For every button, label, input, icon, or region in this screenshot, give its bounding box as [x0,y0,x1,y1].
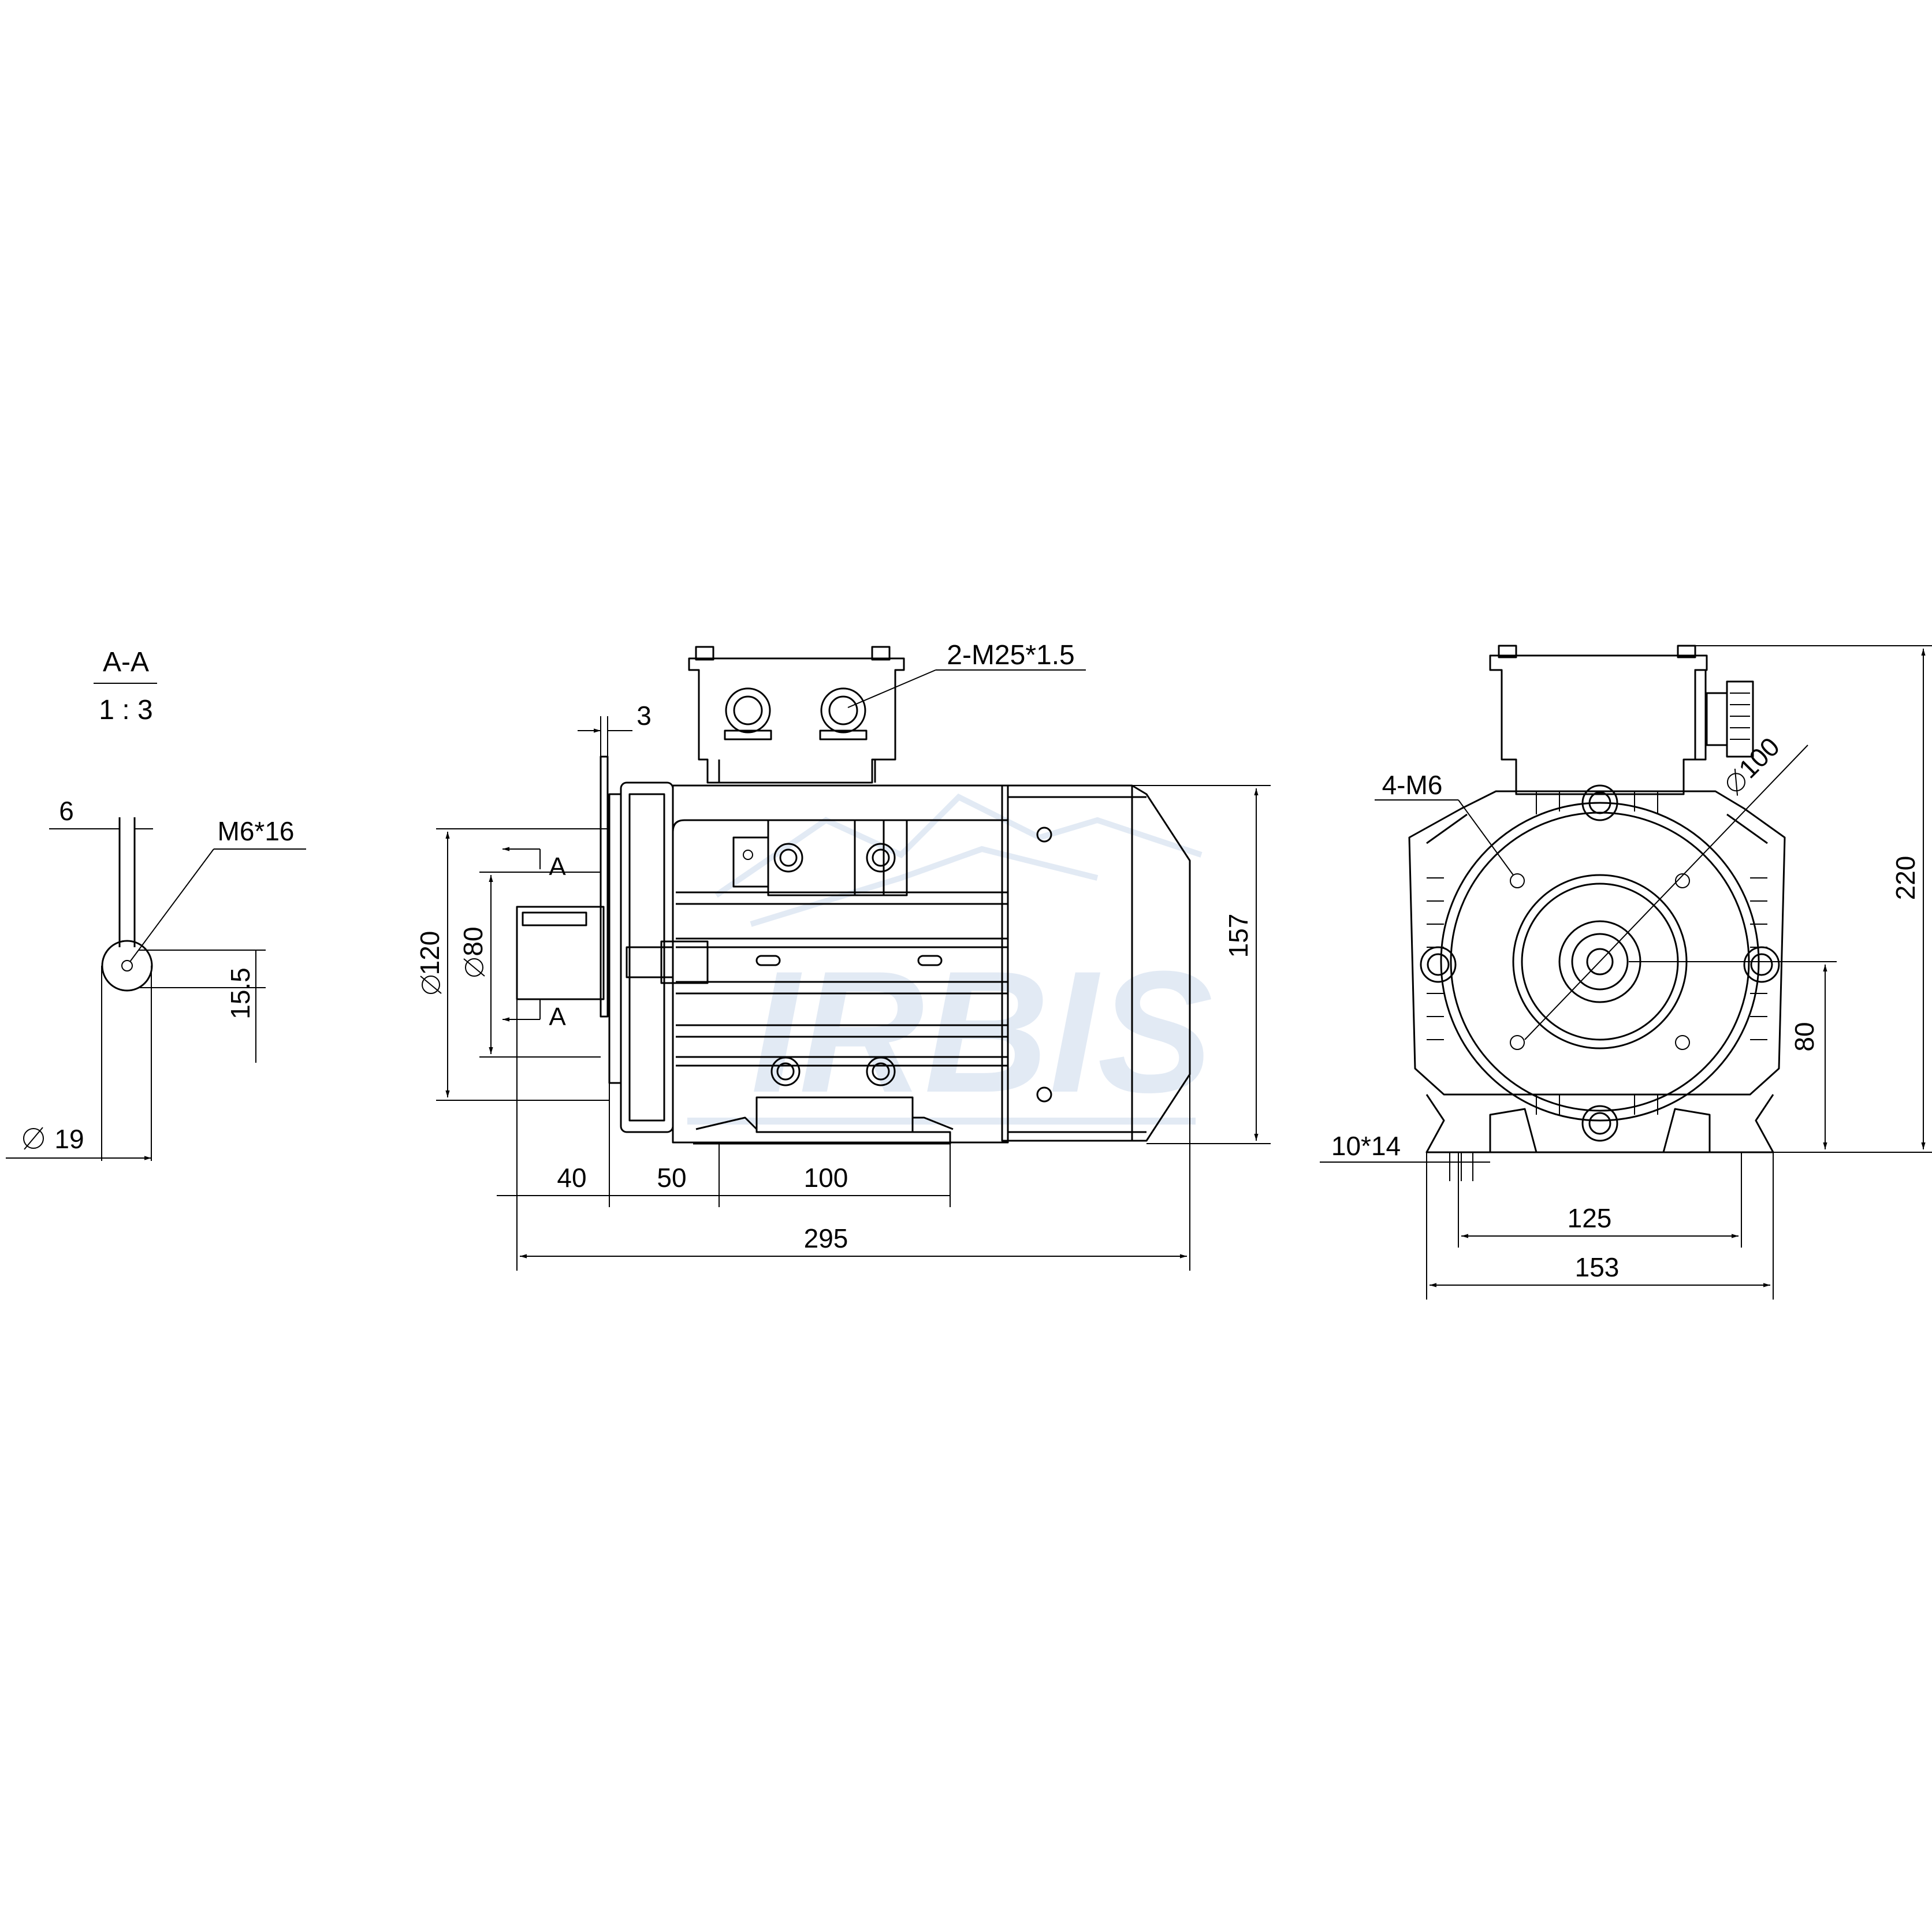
section-mark-bottom: A [549,1003,566,1031]
key-height-label: 15.5 [225,967,255,1019]
shaft-diameter-label: 19 [54,1124,84,1154]
shaft-length-label: 40 [557,1163,586,1193]
flange-diameter-label: 120 [415,931,445,976]
foot-spacing-label: 100 [804,1163,848,1193]
total-height-label: 220 [1890,856,1920,900]
cable-glands-label: 2-M25*1.5 [947,640,1074,671]
foot-offset-label: 50 [657,1163,686,1193]
foot-width-label: 153 [1575,1252,1620,1282]
shaft-height-label: 80 [1789,1022,1819,1051]
section-mark-top: A [549,853,566,881]
front-view: 100 4-M6 220 80 10*14 125 153 [1320,645,1932,1300]
foot-slot-label: 10*14 [1331,1131,1401,1161]
brand-logo-text: IRBIS [751,935,1214,1129]
section-title: A-A [103,647,149,677]
holes-label: 4-M6 [1382,770,1443,800]
section-view-aa: A-A 1 : 3 6 M6*16 15.5 19 [6,647,306,1161]
section-scale: 1 : 3 [99,695,152,725]
brand-watermark: IRBIS [687,793,1214,1129]
side-view: A A 2-M25*1.5 3 120 80 [415,640,1271,1271]
flange-gap-label: 3 [636,701,652,731]
height-label: 157 [1223,914,1253,958]
foot-hole-spacing-label: 125 [1568,1203,1612,1233]
key-width-label: 6 [59,796,74,826]
spigot-diameter-label: 80 [458,926,488,956]
total-length-label: 295 [804,1223,848,1253]
thread-label: M6*16 [218,816,295,846]
